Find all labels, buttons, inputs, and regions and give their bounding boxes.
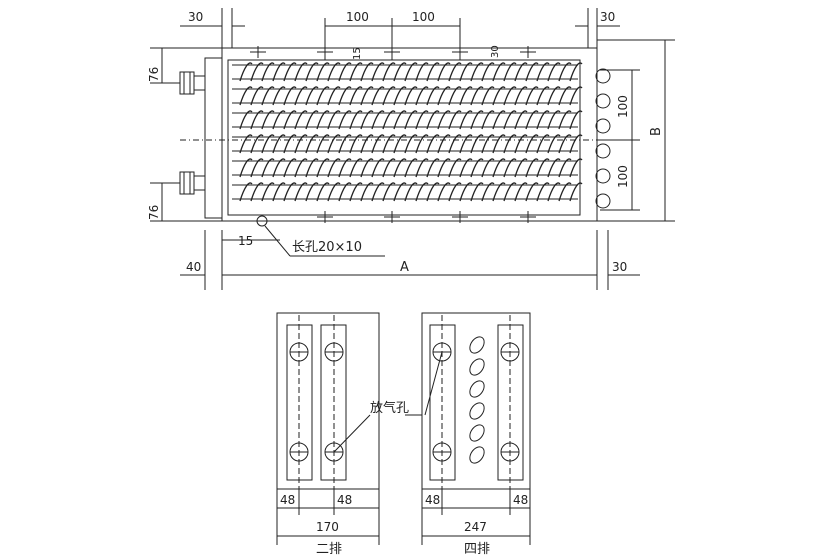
fin-oval <box>469 336 485 354</box>
cross-mark <box>452 46 468 58</box>
fin-coils <box>232 62 583 202</box>
dim-100-b: 100 <box>412 10 435 24</box>
coil-row <box>232 62 583 82</box>
two-row-dim-right: 48 <box>337 493 352 507</box>
front-view <box>150 8 675 290</box>
fin-oval <box>469 380 485 398</box>
cross-mark <box>384 211 400 223</box>
dim-100-right-a: 100 <box>616 95 630 118</box>
coil-row <box>232 110 583 130</box>
end-view-two-row <box>276 312 380 545</box>
four-row-dim-right: 48 <box>513 493 528 507</box>
cross-mark <box>452 211 468 223</box>
four-row-dim-left: 48 <box>425 493 440 507</box>
dim-100-a: 100 <box>346 10 369 24</box>
cross-mark <box>250 46 266 58</box>
return-bend <box>595 143 611 159</box>
dim-15-bottom: 15 <box>238 234 253 248</box>
two-row-dim-left: 48 <box>280 493 295 507</box>
dim-100-right-b: 100 <box>616 165 630 188</box>
coil-row <box>232 86 583 106</box>
slot-label: 长孔20×10 <box>292 240 362 255</box>
coil-row <box>232 182 583 202</box>
fin-oval <box>469 402 485 420</box>
dim-right-top: 30 <box>600 10 615 24</box>
mounting-marks <box>250 46 536 223</box>
return-bend <box>595 93 611 109</box>
fin-oval <box>469 358 485 376</box>
cross-mark <box>317 46 333 58</box>
cross-mark <box>384 46 400 58</box>
cross-mark <box>520 46 536 58</box>
cross-mark <box>520 211 536 223</box>
end-view-four-row <box>405 312 531 545</box>
return-bend <box>595 118 611 134</box>
four-row-width: 247 <box>464 520 487 534</box>
two-row-title: 二排 <box>316 542 342 557</box>
label-a: A <box>400 260 409 275</box>
fin-oval <box>469 446 485 464</box>
dim-30-mid: 30 <box>490 45 501 58</box>
return-bend <box>595 168 611 184</box>
label-b: B <box>649 127 664 136</box>
dim-40: 40 <box>186 260 201 274</box>
dim-left-top: 30 <box>188 10 203 24</box>
cross-mark <box>317 211 333 223</box>
return-bend <box>595 193 611 209</box>
vent-label: 放气孔 <box>370 400 409 416</box>
dim-15-top: 15 <box>352 47 363 60</box>
dim-76-top: 76 <box>147 67 161 82</box>
dim-30-bottom: 30 <box>612 260 627 274</box>
coil-row <box>232 158 583 178</box>
fin-oval <box>469 424 485 442</box>
two-row-width: 170 <box>316 520 339 534</box>
coil-row <box>232 134 583 154</box>
return-bend <box>595 68 611 84</box>
four-row-title: 四排 <box>464 542 490 557</box>
dim-76-bottom: 76 <box>147 205 161 220</box>
